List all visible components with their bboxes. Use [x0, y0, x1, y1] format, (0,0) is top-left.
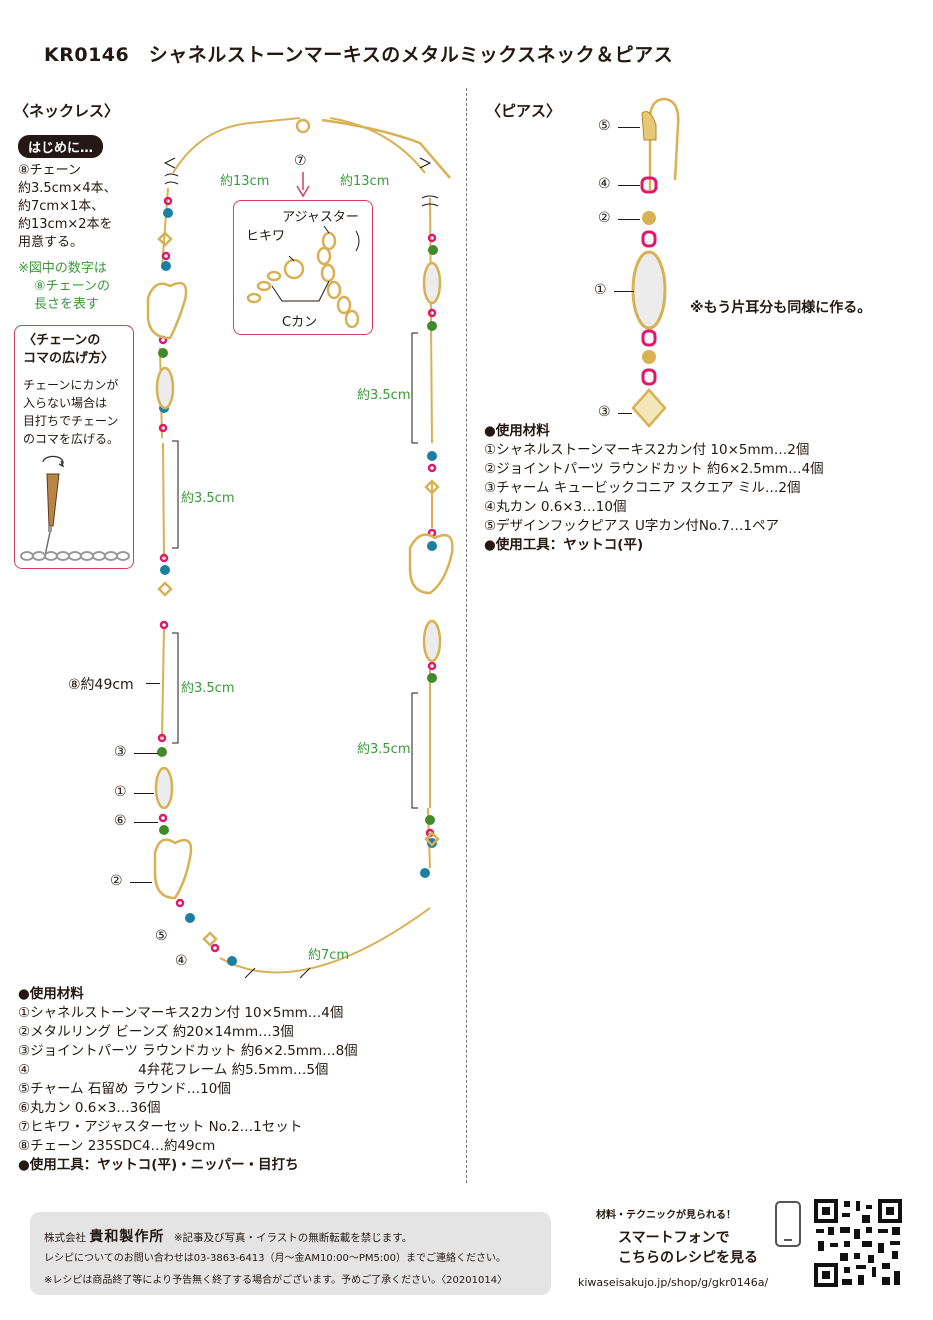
end-notice: ※レシピは商品終了等により予告無く終了する場合がございます。予めご了承ください。…	[44, 1275, 508, 1286]
material-item: ②メタルリング ビーンズ 約20×14mm…3個	[18, 1024, 294, 1040]
company-prefix: 株式会社	[44, 1232, 86, 1244]
chain-segment	[161, 627, 165, 739]
measure-right-1: 約3.5cm	[357, 388, 411, 403]
material-item: ⑦ヒキワ・アジャスターセット No.2…1セット	[18, 1119, 303, 1135]
contact-line: レシピについてのお問い合わせは03-3863-6413（月〜金AM10:00〜P…	[44, 1253, 506, 1264]
bean-ring	[408, 533, 454, 595]
callout-arrow	[296, 172, 310, 198]
smartphone-bubble: 材料・テクニックが見られる！	[596, 1210, 736, 1221]
chain-segment	[162, 442, 165, 559]
callout-4: ④	[175, 953, 188, 969]
ckan-label: Cカン	[282, 315, 318, 330]
leader-line	[130, 882, 152, 883]
material-item: ④丸カン 0.6×3…10個	[484, 499, 627, 515]
pierce-heading: 〈ピアス〉	[486, 102, 562, 120]
pierce-materials: ●使用材料 ①シャネルストーンマーキス2カン付 10×5mm…2個 ②ジョイント…	[484, 422, 824, 555]
pierce-diagram	[631, 97, 680, 428]
material-item: ⑥丸カン 0.6×3…36個	[18, 1100, 161, 1116]
diagram-note: ※図中の数字は ⑧チェーンの 長さを表す	[18, 261, 111, 312]
tip-line: 入らない場合は	[23, 396, 108, 410]
materials-heading: ●使用材料	[484, 423, 550, 439]
measure-top-left: 約13cm	[220, 174, 270, 189]
pierce-callout-5: ⑤	[598, 118, 611, 134]
pierce-callout-3: ③	[598, 404, 611, 420]
leader-line	[618, 219, 640, 220]
material-item: ①シャネルストーンマーキス2カン付 10×5mm…4個	[18, 1005, 344, 1021]
company-logo: 貴和製作所	[89, 1229, 165, 1245]
callout-6: ⑥	[114, 813, 127, 829]
tip-line: のコマを広げる。	[23, 432, 120, 446]
awl-illustration	[20, 455, 130, 561]
leader-line	[614, 291, 634, 292]
tip-title-1: 〈チェーンの	[23, 333, 101, 348]
measure-bottom: 約7cm	[308, 948, 350, 963]
material-item: ②ジョイントパーツ ラウンドカット 約6×2.5mm…4個	[484, 461, 824, 477]
tools-line: ●使用工具：ヤットコ(平)	[484, 537, 644, 553]
measure-left-2: 約3.5cm	[181, 681, 235, 696]
leader-line	[134, 822, 158, 823]
chain-segment	[329, 117, 426, 174]
material-item: ①シャネルストーンマーキス2カン付 10×5mm…2個	[484, 442, 810, 458]
material-item: ④ 4弁花フレーム 約5.5mm…5個	[18, 1062, 329, 1078]
pierce-note: ※もう片耳分も同様に作る。	[690, 300, 872, 316]
intro-text: ⑧チェーン 約3.5cm×4本、 約7cm×1本、 約13cm×2本を 用意する…	[18, 163, 117, 250]
tip-line: チェーンにカンが	[23, 378, 119, 392]
pierce-callout-4: ④	[598, 176, 611, 192]
material-item: ③ジョイントパーツ ラウンドカット 約6×2.5mm…8個	[18, 1043, 358, 1059]
callout-1: ①	[114, 784, 127, 800]
hikiwa-label: ヒキワ	[246, 229, 286, 244]
necklace-materials: ●使用材料 ①シャネルストーンマーキス2カン付 10×5mm…4個 ②メタルリン…	[18, 985, 358, 1175]
materials-heading: ●使用材料	[18, 986, 84, 1002]
copyright-notice: ※記事及び写真・イラストの無断転載を禁じます。	[173, 1232, 413, 1244]
measure-top-right: 約13cm	[340, 174, 390, 189]
smartphone-line-2: こちらのレシピを見る	[618, 1250, 758, 1266]
leader-line	[618, 413, 632, 414]
material-item: ③チャーム キュービックコニア スクエア ミル…2個	[484, 480, 801, 496]
chain-segment	[219, 907, 431, 974]
clasp-illustration	[246, 225, 360, 329]
callout-7: ⑦	[294, 153, 307, 169]
necklace-diagram	[146, 117, 454, 979]
chain-segment	[172, 117, 301, 174]
measure-left-1: 約3.5cm	[181, 491, 235, 506]
page-title: KR0146 シャネルストーンマーキスのメタルミックスネック＆ピアス	[44, 44, 674, 66]
callout-2: ②	[110, 873, 123, 889]
adjuster-chain	[321, 118, 451, 179]
bean-ring	[146, 281, 188, 340]
leader-line	[618, 127, 640, 128]
footer-panel: 株式会社 貴和製作所 ※記事及び写真・イラストの無断転載を禁じます。 レシピにつ…	[30, 1212, 551, 1295]
pierce-callout-1: ①	[594, 282, 607, 298]
intro-badge: はじめに…	[18, 135, 104, 158]
tip-line: 目打ちでチェーン	[23, 414, 119, 428]
leader-line	[134, 753, 158, 754]
clasp-detail-box: アジャスター ヒキワ Cカン	[233, 200, 373, 335]
pierce-callout-2: ②	[598, 210, 611, 226]
smartphone-text[interactable]: スマートフォンで こちらのレシピを見る	[618, 1228, 758, 1268]
leader-line	[146, 683, 160, 684]
necklace-heading: 〈ネックレス〉	[14, 102, 120, 120]
column-divider	[466, 88, 467, 1183]
material-item: ⑤チャーム 石留め ラウンド…10個	[18, 1081, 231, 1097]
adjuster-label: アジャスター	[282, 210, 359, 225]
leader-line	[618, 185, 640, 186]
chain-tip-box: 〈チェーンの コマの広げ方〉 チェーンにカンが 入らない場合は 目打ちでチェーン…	[14, 325, 134, 569]
footer-company-line: 株式会社 貴和製作所 ※記事及び写真・イラストの無断転載を禁じます。	[44, 1226, 412, 1246]
tools-line: ●使用工具：ヤットコ(平)・ニッパー・目打ち	[18, 1157, 299, 1173]
smartphone-icon	[775, 1201, 801, 1247]
smartphone-line-1: スマートフォンで	[618, 1230, 730, 1246]
leader-line	[134, 793, 154, 794]
tip-title-2: コマの広げ方〉	[23, 351, 115, 366]
qr-code-icon[interactable]	[812, 1197, 904, 1289]
recipe-url[interactable]: kiwaseisakujo.jp/shop/g/gkr0146a/	[578, 1276, 769, 1289]
callout-chain: ⑧約49cm	[68, 677, 134, 693]
callout-5: ⑤	[155, 928, 168, 944]
bean-ring	[153, 838, 193, 900]
callout-3: ③	[114, 744, 127, 760]
measure-right-2: 約3.5cm	[357, 742, 411, 757]
material-item: ⑤デザインフックピアス U字カン付No.7…1ペア	[484, 518, 779, 534]
material-item: ⑧チェーン 235SDC4…約49cm	[18, 1138, 216, 1154]
